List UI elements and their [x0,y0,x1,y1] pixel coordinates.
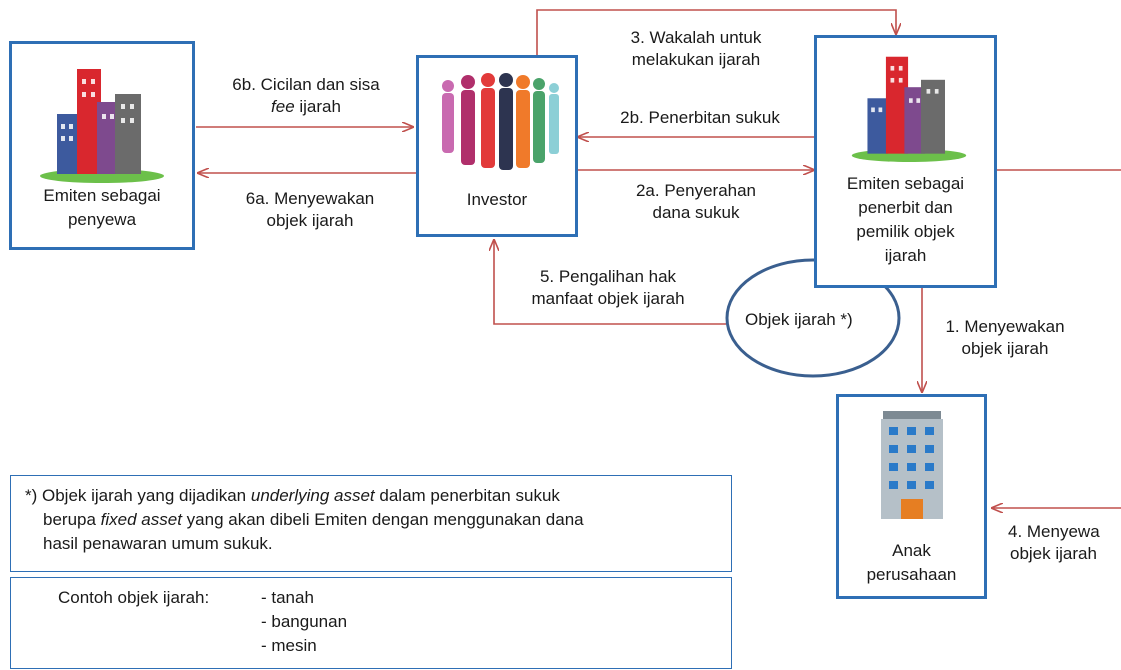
examples-label: Contoh objek ijarah: [58,588,210,607]
label-2a-line1: 2a. Penyerahan [635,181,757,200]
examples-box: Contoh objek ijarah: - tanah - bangunan … [10,577,732,669]
label-3-line1: 3. Wakalah untuk [630,28,762,47]
label-1: 1. Menyewakan objek ijarah [930,316,1080,360]
label-2b: 2b. Penerbitan sukuk [620,108,780,127]
footnote-text-2: dalam penerbitan sukuk [374,486,560,505]
subsidiary-label-line1: Anak [892,541,931,560]
footnote-line1: *) Objek ijarah yang dijadikan underlyin… [25,484,717,508]
lessee-box: Emiten sebagai penyewa [9,41,195,250]
label-4-line1: 4. Menyewa [1008,522,1100,541]
label-5-line2: manfaat objek ijarah [531,289,685,308]
investor-box: Investor [416,55,578,237]
issuer-label-line4: ijarah [884,246,927,265]
issuer-label-line1: Emiten sebagai [846,174,965,193]
issuer-label-line3: pemilik objek [856,222,955,241]
subsidiary-box: Anak perusahaan [836,394,987,599]
issuer-label: Emiten sebagai penerbit dan pemilik obje… [817,172,994,268]
label-4: 4. Menyewa objek ijarah [1004,521,1121,565]
label-6b-rest: ijarah [294,97,341,116]
subsidiary-label: Anak perusahaan [839,539,984,587]
label-1-line1: 1. Menyewakan [945,317,1065,336]
lessee-label-line1: Emiten sebagai [43,186,161,205]
label-6b-line2: fee ijarah [216,96,396,118]
arrow-5 [494,240,726,325]
example-item-2: - bangunan [261,612,348,631]
footnote-box: *) Objek ijarah yang dijadikan underlyin… [10,475,732,572]
label-6b-line1: 6b. Cicilan dan sisa [232,75,380,94]
object-ellipse [725,258,901,378]
label-4-line2: objek ijarah [1010,544,1097,563]
arrow-3 [536,9,896,55]
examples-list: - tanah - bangunan - mesin [261,586,347,658]
footnote-fixed-asset: fixed asset [100,510,182,529]
lessee-label: Emiten sebagai penyewa [12,184,192,232]
label-2a: 2a. Penyerahan dana sukuk [606,180,786,224]
label-6a-line2: objek ijarah [266,211,354,230]
subsidiary-label-line2: perusahaan [866,565,957,584]
footnote-line3: hasil penawaran umum sukuk. [43,534,273,553]
object-label: Objek ijarah *) [745,310,853,329]
investor-label: Investor [466,190,528,209]
people-crowd-icon [442,73,559,170]
label-6a: 6a. Menyewakan objek ijarah [220,188,400,232]
footnote-text-4: yang akan dibeli Emiten dengan menggunak… [181,510,584,529]
label-5: 5. Pengalihan hak manfaat objek ijarah [508,266,708,310]
label-6b: 6b. Cicilan dan sisa fee ijarah [216,74,396,118]
lessee-label-line2: penyewa [67,210,137,229]
office-building-icon [881,411,943,519]
city-buildings-icon [40,69,164,183]
city-buildings-icon [851,56,967,162]
footnote-underlying-asset: underlying asset [250,486,375,505]
label-1-line2: objek ijarah [961,339,1049,358]
footnote-text-3: berupa [43,510,101,529]
example-item-3: - mesin [261,636,317,655]
label-6b-fee: fee [271,97,295,116]
example-item-1: - tanah [261,588,314,607]
issuer-label-line2: penerbit dan [858,198,953,217]
label-2a-line2: dana sukuk [652,203,740,222]
footnote-text-1: *) Objek ijarah yang dijadikan [25,486,251,505]
issuer-box: Emiten sebagai penerbit dan pemilik obje… [814,35,997,288]
label-6a-line1: 6a. Menyewakan [245,189,375,208]
footnote-line2: berupa fixed asset yang akan dibeli Emit… [25,508,717,532]
label-5-line1: 5. Pengalihan hak [539,267,677,286]
label-3: 3. Wakalah untuk melakukan ijarah [606,27,786,71]
label-3-line2: melakukan ijarah [631,50,761,69]
